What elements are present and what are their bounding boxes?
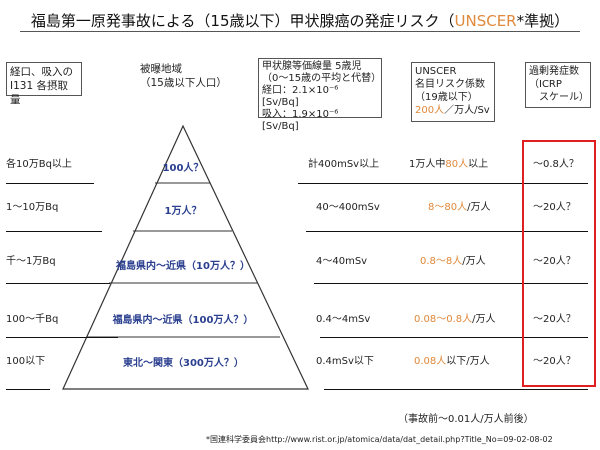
row3-dose: 4～40mSv: [316, 256, 368, 267]
left-row-line-4: [6, 337, 118, 338]
row4-area: 福島県内～近県（100万人？）: [112, 315, 254, 326]
row2-dose: 40～400mSv: [316, 202, 380, 213]
row3-risk-part1: 0.8～8人: [420, 256, 463, 267]
row5-intake: 100以下: [6, 356, 46, 367]
right-row-line-1: [298, 183, 588, 184]
footer-baseline-note: （事故前～0.01人/万人前後）: [398, 414, 534, 425]
header-risk-line3: （19歳以下）: [415, 92, 478, 103]
row2-risk-part1: 8～80人: [428, 202, 468, 213]
row2-risk-part2: /万人: [467, 202, 491, 213]
row1-intake: 各10万Bq以上: [6, 159, 72, 170]
right-row-line-3: [314, 283, 588, 284]
right-row-line-5: [324, 389, 588, 390]
row1-risk-part2: 80人: [445, 159, 469, 170]
header-excess-line3: スケール）: [539, 92, 589, 103]
title-suffix: *準拠）: [516, 12, 570, 30]
header-risk-rate: 200人／万人/Sv: [415, 104, 491, 117]
row1-area: 100人？: [162, 163, 204, 174]
row4-dose: 0.4～4mSv: [316, 314, 371, 325]
row4-intake: 100～千Bq: [6, 314, 59, 325]
header-risk-line2: 名目リスク係数: [415, 79, 485, 90]
row3-risk: 0.8～8人/万人: [420, 252, 486, 267]
header-excess: 過剰発症数 （ICRP スケール）: [525, 62, 591, 108]
header-area-line2: （15歳以下人口）: [140, 77, 227, 89]
row1-risk: 1万人中80人以上: [409, 155, 488, 170]
row2-intake: 1～10万Bq: [6, 202, 59, 213]
row4-excess: ～20人？: [533, 314, 576, 325]
row5-risk-part1: 0.08人: [414, 356, 447, 367]
header-dose-line2: （0～15歳の平均と代替）: [262, 73, 382, 84]
right-row-line-2: [306, 231, 588, 232]
row5-dose: 0.4mSv以下: [316, 356, 374, 367]
row3-risk-part2: /万人: [462, 256, 486, 267]
header-intake-line1: 経口、吸入の: [10, 66, 73, 78]
row5-risk-part2: 以下/万人: [446, 356, 490, 367]
page-title: 福島第一原発事故による（15歳以下）甲状腺癌の発症リスク（UNSCER*準拠）: [0, 10, 600, 31]
row3-intake: 千～1万Bq: [6, 256, 56, 267]
header-dose-line3: 経口：2.1×10⁻⁶ [Sv/Bq]: [262, 85, 339, 108]
header-risk-rate-value: 200人: [415, 105, 445, 116]
row3-area: 福島県内～近県（10万人？）: [116, 261, 250, 272]
row2-excess: ～20人？: [533, 202, 576, 213]
footer-source: *国連科学委員会http://www.rist.or.jp/atomica/da…: [206, 435, 553, 444]
header-risk: UNSCER 名目リスク係数 （19歳以下） 200人／万人/Sv: [411, 62, 495, 122]
header-excess-line1: 過剰発症数: [529, 66, 579, 77]
row5-risk: 0.08人以下/万人: [414, 352, 490, 367]
row4-risk-part1: 0.08～0.8人: [414, 314, 473, 325]
excess-highlight-box: [522, 140, 596, 387]
header-intake-line2: I131 各摂取量: [10, 80, 68, 106]
pyramid-outline: [62, 124, 309, 390]
header-dose-line4: 吸入：1.9×10⁻⁶ [Sv/Bq]: [262, 109, 339, 132]
header-intake: 経口、吸入の I131 各摂取量: [6, 62, 82, 106]
header-excess-line2: （ICRP: [529, 79, 562, 90]
row2-risk: 8～80人/万人: [428, 198, 490, 213]
row5-excess: ～20人？: [533, 356, 576, 367]
left-row-line-2: [6, 231, 102, 232]
header-dose-line1: 甲状腺等価線量 5歳児: [262, 61, 362, 72]
header-dose: 甲状腺等価線量 5歳児 （0～15歳の平均と代替） 経口：2.1×10⁻⁶ [S…: [258, 58, 382, 132]
header-area-line1: 被曝地域: [140, 63, 182, 75]
row4-risk-part2: /万人: [472, 314, 496, 325]
title-prefix: 福島第一原発事故による（15歳以下）甲状腺癌の発症リスク（: [30, 12, 455, 30]
row1-risk-part1: 1万人中: [409, 159, 446, 170]
left-row-line-1: [6, 183, 94, 184]
header-area: 被曝地域 （15歳以下人口）: [140, 62, 240, 90]
row2-area: 1万人？: [164, 206, 202, 217]
header-risk-rate-unit: ／万人/Sv: [444, 105, 490, 116]
left-row-line-3: [6, 283, 110, 284]
row5-area: 東北～関東（300万人？）: [123, 358, 244, 369]
row1-risk-part3: 以上: [468, 159, 489, 170]
row1-excess: ～0.8人？: [533, 159, 579, 170]
row4-risk: 0.08～0.8人/万人: [414, 310, 496, 325]
title-underline: [20, 31, 580, 32]
header-risk-line1: UNSCER: [415, 66, 457, 77]
title-highlight: UNSCER: [454, 12, 517, 30]
row3-excess: ～20人？: [533, 256, 576, 267]
left-row-line-5: [6, 389, 50, 390]
row1-dose: 計400mSv以上: [308, 159, 380, 170]
right-row-line-4: [320, 337, 588, 338]
